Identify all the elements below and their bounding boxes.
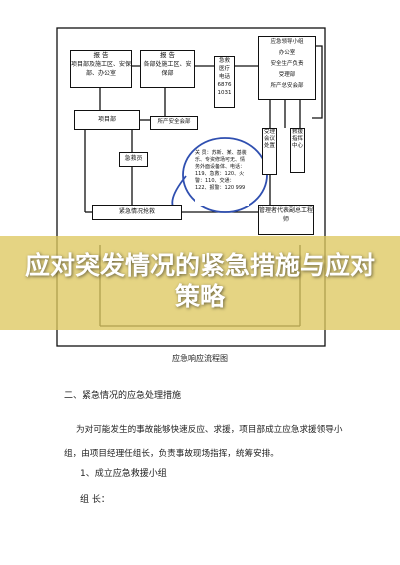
hotline-line: 医疗 [218, 66, 230, 72]
flowchart-frame [56, 27, 326, 347]
leadership-line: 所产总安会部 [270, 83, 304, 89]
personnel-box: 关 员：苏新、某、基装乐、专资修场可无、情务外面设备体、电话：119、急救：12… [195, 150, 249, 206]
report-box-1-body: 项目部及施工区、安保部、办公室 [71, 61, 132, 77]
safety-dept-box: 所产安全会部 [150, 116, 198, 130]
report-box-2: 报 告 各部处施工区、安保部 [140, 50, 195, 88]
leadership-line: 办公室 [278, 50, 296, 56]
rescue-box: 急救员 [119, 152, 148, 167]
flowchart-caption: 应急响应流程图 [172, 354, 228, 363]
report-box-1: 报 告 项目部及施工区、安保部、办公室 [70, 50, 132, 88]
hotline-line: 6876 [217, 82, 232, 88]
hotline-box: 急救 医疗 电话 6876 1031 [214, 56, 235, 108]
connector-line [312, 45, 323, 119]
highlight-ellipse [182, 137, 268, 213]
hotline-line: 急救 [218, 58, 230, 64]
project-dept-box: 项目部 [74, 110, 140, 130]
group-leader-label: 组 长： [80, 495, 110, 505]
report-box-1-title: 报 告 [93, 51, 109, 59]
management-box: 管理者代表副总工程师 [258, 205, 314, 235]
leadership-line: 受理部 [278, 72, 296, 78]
banner-title: 应对突发情况的紧急措施与应对策略 [24, 251, 375, 311]
report-box-2-body: 各部处施工区、安保部 [143, 61, 192, 77]
section-paragraph: 为对可能发生的事故能够快速反应、求援，项目部成立应急求援领导小组，由项目经理任组… [64, 425, 343, 459]
leadership-line: 应急领导小组 [270, 39, 304, 45]
leadership-line: 安全生产负责 [270, 61, 304, 67]
section-heading: 二、紧急情况的应急处理措施 [64, 391, 182, 401]
right-vertical-box-2: 救援指挥中心 [290, 128, 305, 173]
emergency-rescue-box: 紧急情况抢救 [92, 205, 182, 220]
hotline-line: 电话 [218, 74, 230, 80]
right-vertical-box-1: 受理会议处置 [262, 128, 277, 175]
leadership-box: 应急领导小组 办公室 安全生产负责 受理部 所产总安会部 [258, 36, 316, 100]
hotline-line: 1031 [217, 90, 232, 96]
report-box-2-title: 报 告 [159, 51, 176, 59]
title-banner [0, 236, 400, 330]
subsection-heading: 1、成立应急救援小组 [80, 469, 167, 479]
